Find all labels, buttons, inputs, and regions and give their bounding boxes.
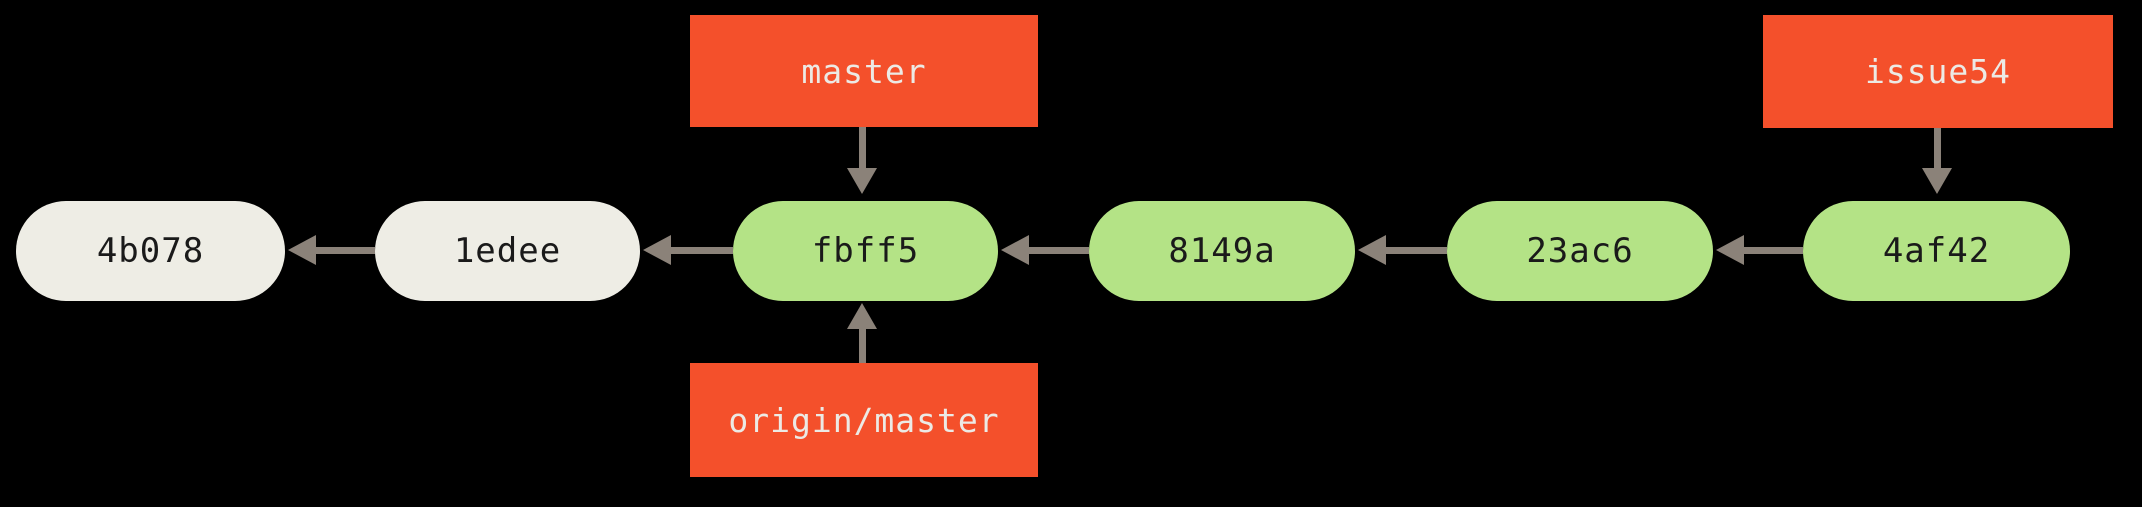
commit-node-1edee: 1edee <box>375 201 640 301</box>
branch-label-master: master <box>690 15 1038 127</box>
commit-id: 8149a <box>1168 231 1276 271</box>
commit-id: fbff5 <box>811 231 920 271</box>
branch-label-issue54: issue54 <box>1763 15 2113 128</box>
arrow-shaft <box>858 127 866 170</box>
edge-8149a-to-fbff5 <box>1001 235 1089 265</box>
arrowhead-down-icon <box>1922 168 1952 194</box>
commit-node-4b078: 4b078 <box>16 201 285 301</box>
arrowhead-down-icon <box>847 168 877 194</box>
arrowhead-left-icon <box>1001 235 1029 265</box>
arrow-shaft <box>669 246 733 254</box>
arrow-shaft <box>1384 246 1447 254</box>
arrowhead-left-icon <box>1716 235 1744 265</box>
branch-label-origin-master: origin/master <box>690 363 1038 477</box>
edge-origin-master-to-fbff5 <box>847 303 877 363</box>
arrow-shaft <box>1933 128 1941 170</box>
commit-node-fbff5: fbff5 <box>733 201 998 301</box>
arrow-shaft <box>1742 246 1803 254</box>
commit-id: 4af42 <box>1882 231 1991 271</box>
commit-id: 1edee <box>453 231 562 271</box>
branch-label-origin-master-text: origin/master <box>728 400 1000 440</box>
edge-4af42-to-23ac6 <box>1716 235 1803 265</box>
arrowhead-up-icon <box>847 303 877 329</box>
branch-label-issue54-text: issue54 <box>1864 52 2012 91</box>
arrow-shaft <box>858 327 866 363</box>
branch-label-master-text: master <box>801 51 927 91</box>
edge-master-to-fbff5 <box>847 127 877 194</box>
commit-node-8149a: 8149a <box>1089 201 1355 301</box>
commit-id: 4b078 <box>96 231 205 271</box>
edge-issue54-to-4af42 <box>1922 128 1952 194</box>
edge-fbff5-to-1edee <box>643 235 733 265</box>
commit-node-23ac6: 23ac6 <box>1447 201 1713 301</box>
arrow-shaft <box>314 246 375 254</box>
commit-id: 23ac6 <box>1526 231 1634 271</box>
edge-23ac6-to-8149a <box>1358 235 1447 265</box>
commit-node-4af42: 4af42 <box>1803 201 2070 301</box>
arrow-shaft <box>1027 246 1089 254</box>
arrowhead-left-icon <box>643 235 671 265</box>
arrowhead-left-icon <box>288 235 316 265</box>
edge-1edee-to-4b078 <box>288 235 375 265</box>
arrowhead-left-icon <box>1358 235 1386 265</box>
